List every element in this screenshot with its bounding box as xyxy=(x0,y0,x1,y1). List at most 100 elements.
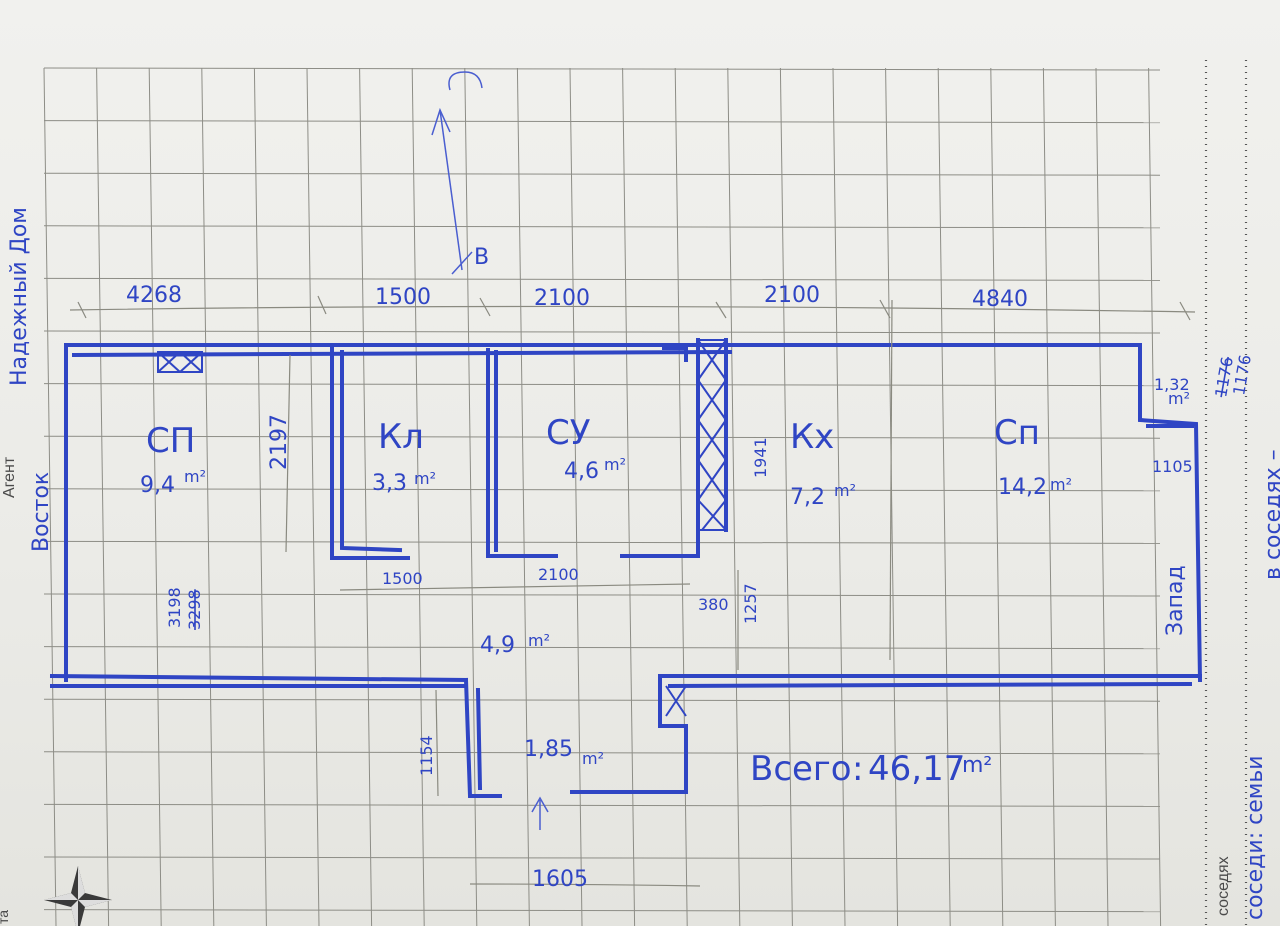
dim-entry-height: 1154 xyxy=(417,735,436,776)
grid-line-vertical xyxy=(201,67,215,926)
total-value: 46,17 xyxy=(868,749,965,789)
room-name-sp-left: СП xyxy=(146,421,195,461)
grid-line-vertical xyxy=(1148,67,1162,926)
room-unit-su: m² xyxy=(604,455,626,474)
grid-line-horizontal xyxy=(43,67,1161,71)
dim-top-2100-a: 2100 xyxy=(534,286,590,311)
grid-line-vertical xyxy=(411,67,425,926)
grid-line-vertical xyxy=(464,67,478,926)
side-label-west: Запад xyxy=(1163,565,1188,636)
dim-guide-sp-right xyxy=(889,299,893,661)
grid-line-vertical xyxy=(359,67,373,926)
dim-guide-entry-height xyxy=(435,689,439,797)
grid-line-horizontal xyxy=(43,435,1161,439)
grid-line-horizontal xyxy=(43,856,1161,860)
grid-line-vertical xyxy=(43,67,57,926)
dim-kx-height: 1941 xyxy=(751,437,770,478)
room-name-kl: Кл xyxy=(378,417,424,457)
grid-line-horizontal xyxy=(43,383,1161,387)
north-arrow-icon xyxy=(431,71,483,275)
compass-direction-letter: В xyxy=(474,245,489,270)
room-area-sp-right: 14,2 xyxy=(998,475,1047,500)
grid-line-vertical xyxy=(779,67,793,926)
dim-top-1500: 1500 xyxy=(375,285,431,310)
dim-mid-2100: 2100 xyxy=(538,565,579,584)
handwriting-left: Надежный Дом xyxy=(7,207,32,386)
room-unit-kl: m² xyxy=(414,469,436,488)
grid-line-horizontal xyxy=(43,646,1161,650)
grid-line-vertical xyxy=(1095,67,1109,926)
dim-top-4268: 4268 xyxy=(126,283,182,308)
printed-bottom-left: та xyxy=(0,910,11,924)
grid-line-horizontal xyxy=(43,540,1161,544)
grid-line-horizontal xyxy=(43,593,1161,597)
room-name-su: СУ xyxy=(546,413,591,453)
dim-guide-mid xyxy=(339,583,691,591)
grid-line-vertical xyxy=(832,67,846,926)
grid-line-horizontal xyxy=(43,909,1161,913)
grid-line-vertical xyxy=(727,67,741,926)
dim-kx-lower: 1257 xyxy=(741,583,760,624)
room-area-sp-left: 9,4 xyxy=(140,473,175,498)
outer-walls xyxy=(49,343,1203,798)
room-unit-sp-left: m² xyxy=(184,467,206,486)
grid-line-vertical xyxy=(885,67,899,926)
total-unit: m² xyxy=(962,753,992,778)
room-area-entrance: 1,85 xyxy=(524,737,573,762)
grid-line-horizontal xyxy=(43,225,1161,229)
grid-line-vertical xyxy=(148,67,162,926)
dim-kl-height: 2197 xyxy=(267,414,292,470)
grid-line-horizontal xyxy=(43,330,1161,334)
top-dimension-line xyxy=(69,295,1196,321)
printed-neighbours: соседях xyxy=(1215,856,1232,916)
grid-line-vertical xyxy=(516,67,530,926)
dim-sp-height-crossed: 3298 xyxy=(185,589,204,630)
dim-entry-width: 1605 xyxy=(532,867,588,892)
side-label-east: Восток xyxy=(29,472,54,552)
grid-line-horizontal xyxy=(43,172,1161,176)
room-unit-closet: m² xyxy=(1168,389,1190,408)
room-unit-corridor: m² xyxy=(528,631,550,650)
dim-top-4840: 4840 xyxy=(972,287,1028,312)
room-area-closet: 1,32 xyxy=(1154,375,1190,394)
room-unit-kx: m² xyxy=(834,481,856,500)
grid-line-horizontal xyxy=(43,488,1161,492)
grid-line-horizontal xyxy=(43,751,1161,755)
room-area-corridor: 4,9 xyxy=(480,633,515,658)
graph-paper-grid xyxy=(43,67,1162,926)
room-area-kx: 7,2 xyxy=(790,485,825,510)
ventilation-shaft xyxy=(697,339,727,531)
room-name-kx: Кх xyxy=(790,417,834,457)
grid-line-vertical xyxy=(990,67,1004,926)
grid-line-vertical xyxy=(674,67,688,926)
room-unit-entrance: m² xyxy=(582,749,604,768)
grid-line-vertical xyxy=(253,67,267,926)
ventilation-box xyxy=(157,351,203,373)
dim-closet-width: 1105 xyxy=(1152,457,1193,476)
grid-line-horizontal xyxy=(43,803,1161,807)
total-colon: : xyxy=(852,749,863,789)
dim-sp-height: 3198 xyxy=(165,587,184,628)
printed-agent: Агент xyxy=(1,456,18,498)
dim-guide-entry xyxy=(469,883,701,887)
grid-line-vertical xyxy=(937,67,951,926)
dim-wall-380: 380 xyxy=(698,595,729,614)
room-area-kl: 3,3 xyxy=(372,471,407,496)
grid-line-horizontal xyxy=(43,698,1161,702)
dim-guide-kl xyxy=(285,354,291,553)
grid-line-vertical xyxy=(622,67,636,926)
handwriting-right-1: соседи: семьи xyxy=(1243,755,1268,920)
grid-line-vertical xyxy=(569,67,583,926)
room-unit-sp-right: m² xyxy=(1050,475,1072,494)
grid-line-vertical xyxy=(1042,67,1056,926)
room-name-sp-right: Сп xyxy=(994,413,1040,453)
total-label: Всего xyxy=(750,749,852,789)
grid-line-horizontal xyxy=(43,120,1161,124)
room-area-su: 4,6 xyxy=(564,459,599,484)
entrance-arrow-icon xyxy=(531,796,549,830)
grid-line-vertical xyxy=(306,67,320,926)
entrance-shaft xyxy=(665,685,687,717)
compass-star-icon xyxy=(44,866,112,926)
